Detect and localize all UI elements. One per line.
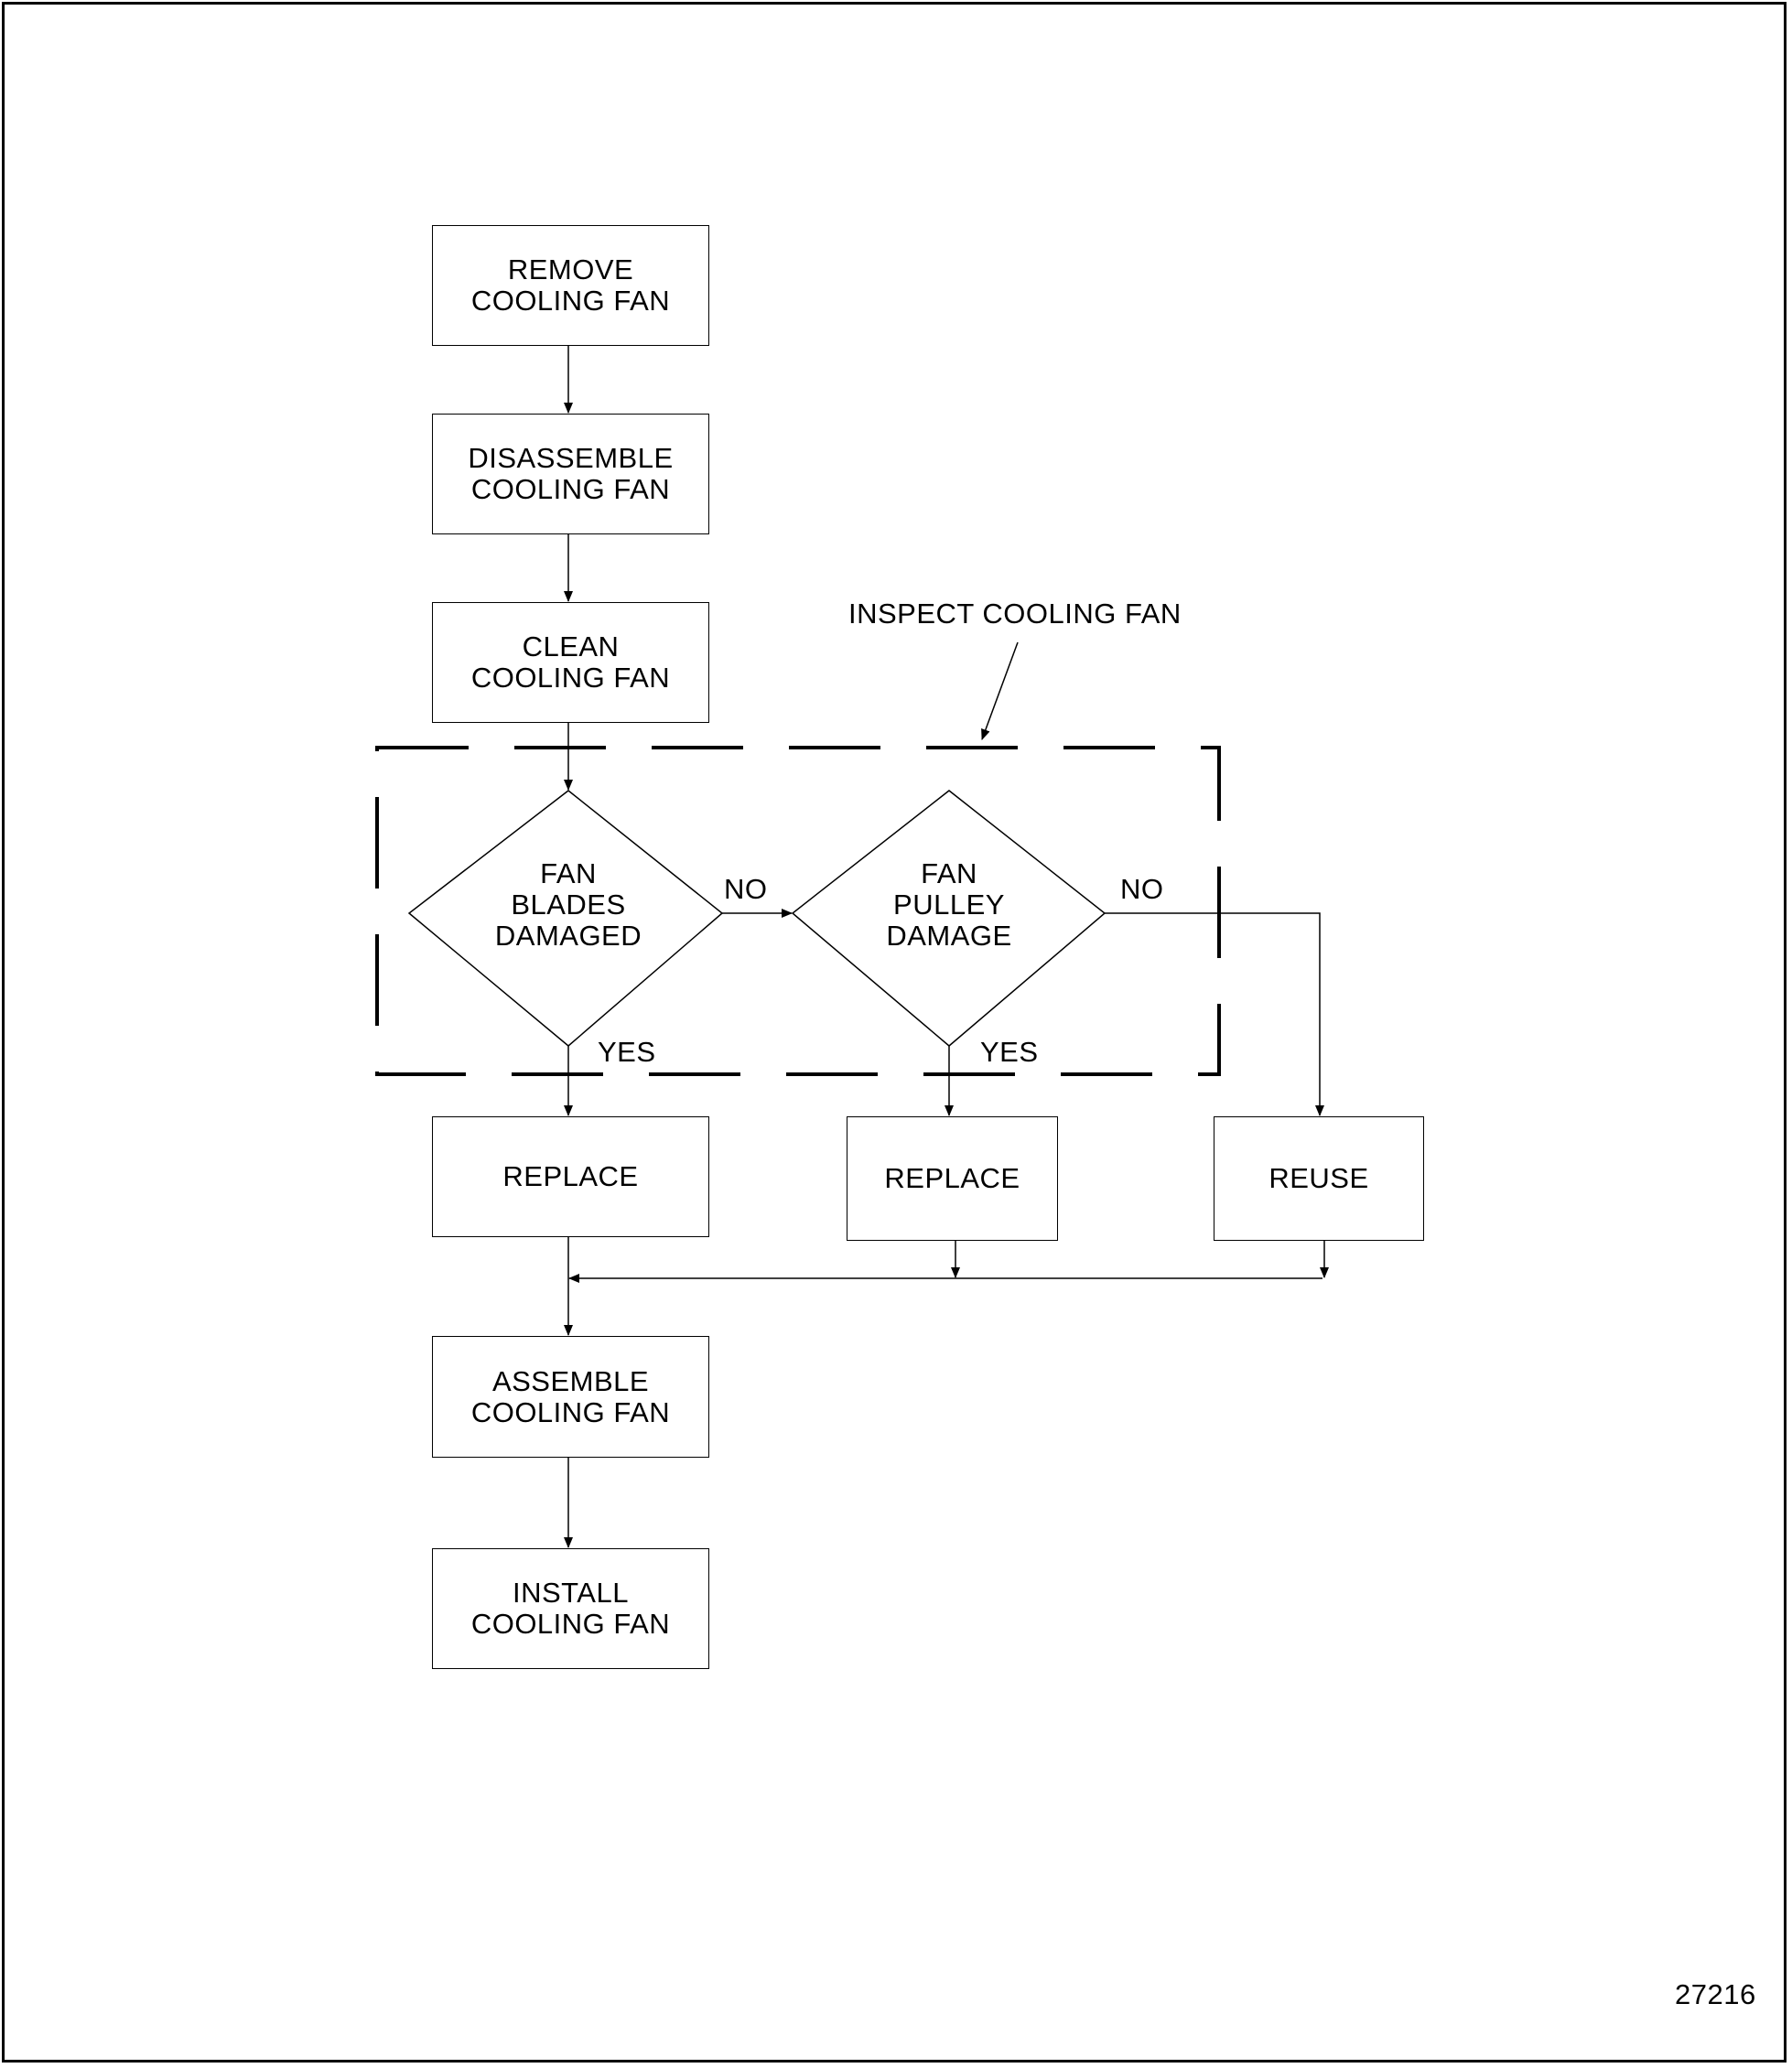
decision-blades-line3: DAMAGED [494,920,642,952]
step-remove-cooling-fan: REMOVE COOLING FAN [432,225,709,346]
blades-yes-label: YES [598,1036,656,1068]
decision-blades-line1: FAN [540,857,597,889]
step-replace-pulley: REPLACE [847,1116,1058,1241]
step-install-cooling-fan: INSTALL COOLING FAN [432,1548,709,1669]
decision-blades-line2: BLADES [511,889,626,921]
step-disassemble-line1: DISASSEMBLE [468,442,674,474]
pulley-no-label: NO [1120,873,1164,905]
inspect-region-boundary [375,746,1221,1076]
step-reuse-label: REUSE [1268,1162,1369,1194]
step-assemble-line2: COOLING FAN [470,1395,671,1428]
step-assemble-line1: ASSEMBLE [491,1364,650,1397]
step-remove-line2: COOLING FAN [470,285,671,317]
step-remove-line1: REMOVE [507,253,634,285]
inspect-callout-leader [981,641,1019,740]
decision-blades-label: FAN BLADES DAMAGED [477,858,660,952]
step-clean-cooling-fan: CLEAN COOLING FAN [432,602,709,723]
step-replace-blades-label: REPLACE [502,1160,639,1192]
step-replace-pulley-label: REPLACE [884,1162,1020,1194]
figure-number: 27216 [1675,1978,1756,2010]
decision-pulley-line3: DAMAGE [886,920,1012,952]
blades-no-label: NO [724,873,768,905]
pulley-yes-label: YES [980,1036,1039,1068]
inspect-cooling-fan-callout: INSPECT COOLING FAN [848,598,1182,630]
step-install-line1: INSTALL [513,1577,629,1609]
arrow-pulley-no [1105,912,1324,1116]
step-clean-line1: CLEAN [522,630,620,662]
step-install-line2: COOLING FAN [470,1608,671,1640]
step-clean-line2: COOLING FAN [470,662,671,694]
step-reuse: REUSE [1214,1116,1424,1241]
step-disassemble-line2: COOLING FAN [470,473,671,505]
decision-pulley-line1: FAN [921,857,977,889]
step-disassemble-cooling-fan: DISASSEMBLE COOLING FAN [432,414,709,534]
decision-pulley-line2: PULLEY [893,889,1005,921]
decision-pulley-label: FAN PULLEY DAMAGE [858,858,1041,952]
step-replace-blades: REPLACE [432,1116,709,1237]
step-assemble-cooling-fan: ASSEMBLE COOLING FAN [432,1336,709,1458]
